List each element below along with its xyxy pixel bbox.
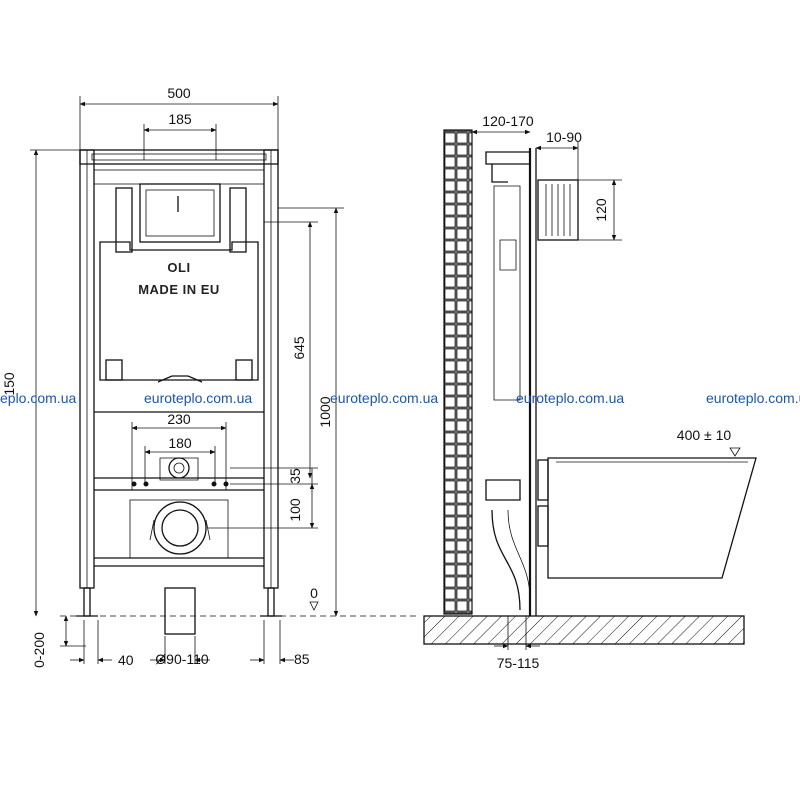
frame-crossbars (94, 411, 264, 567)
dim-label: 230 (167, 411, 191, 427)
floor-slab (423, 615, 745, 645)
dim-label: 120 (593, 198, 609, 222)
watermark-3: euroteplo.com.ua (516, 390, 624, 406)
dim-foot-offset: 85 (250, 620, 310, 667)
brand-origin: MADE IN EU (138, 282, 220, 297)
drain-outlet (149, 501, 211, 635)
dim-label: 150 (1, 372, 17, 396)
dim-pipe-diameter: Ø90-110 (150, 636, 210, 667)
side-view: 120-170 10-90 120 400 ± 10 75-115 (423, 113, 757, 671)
dim-label: 0 (310, 585, 318, 601)
dim-label: 120-170 (482, 113, 534, 129)
watermark-2: euroteplo.com.ua (330, 390, 438, 406)
flush-button-housing (537, 179, 579, 241)
zero-level-mark: 0 (60, 585, 420, 617)
dim-bowl-height: 400 ± 10 (677, 427, 741, 457)
dim-width-180: 180 (144, 435, 216, 486)
toilet-bowl (537, 457, 757, 579)
water-inlet (159, 457, 199, 481)
dim-label: 85 (294, 651, 310, 667)
dim-label: 100 (287, 498, 303, 522)
frame-legs (76, 587, 282, 617)
dim-width-185: 185 (143, 111, 217, 160)
cistern-tank: OLI MADE IN EU (99, 183, 259, 383)
brand-logo: OLI (167, 260, 190, 275)
dim-button-depth: 10-90 (535, 129, 582, 180)
dim-label: 75-115 (497, 655, 540, 671)
dim-button-height: 120 (578, 179, 622, 241)
dim-width-500: 500 (79, 85, 279, 150)
dim-width-230: 230 (131, 411, 227, 490)
dim-label: 40 (118, 652, 134, 668)
watermark-1: euroteplo.com.ua (144, 390, 252, 406)
dim-wall-gap: 120-170 (471, 113, 534, 135)
dim-label: 180 (168, 435, 192, 451)
dim-height-total: 150 (1, 149, 80, 617)
dim-label: 1000 (317, 396, 333, 427)
dim-label: Ø90-110 (155, 651, 209, 667)
watermark-right: euroteplo.com.u (706, 390, 800, 406)
frame-side (485, 148, 537, 616)
frame-posts (79, 149, 279, 589)
dim-label: 400 ± 10 (677, 427, 732, 443)
watermark-row: eplo.com.ua euroteplo.com.ua euroteplo.c… (0, 390, 800, 406)
brick-wall (443, 129, 473, 615)
dim-label: 500 (167, 85, 191, 101)
dim-leg-range: 0-200 (31, 615, 86, 668)
dim-height-100: 100 (208, 483, 318, 529)
watermark-left: eplo.com.ua (0, 390, 76, 406)
dim-label: 645 (291, 336, 307, 360)
dim-label: 185 (168, 111, 192, 127)
dim-height-35: 35 (230, 467, 318, 485)
dim-label: 35 (287, 468, 303, 484)
dim-floor-offset: 75-115 (494, 616, 540, 671)
dim-height-1000: 100 0 (278, 207, 344, 617)
front-view: OLI MADE IN EU (1, 85, 420, 668)
dim-label: 10-90 (546, 129, 582, 145)
dim-height-645: 645 (264, 221, 318, 479)
dim-label: 0-200 (31, 632, 47, 668)
dim-leg-width: 40 (70, 620, 134, 668)
